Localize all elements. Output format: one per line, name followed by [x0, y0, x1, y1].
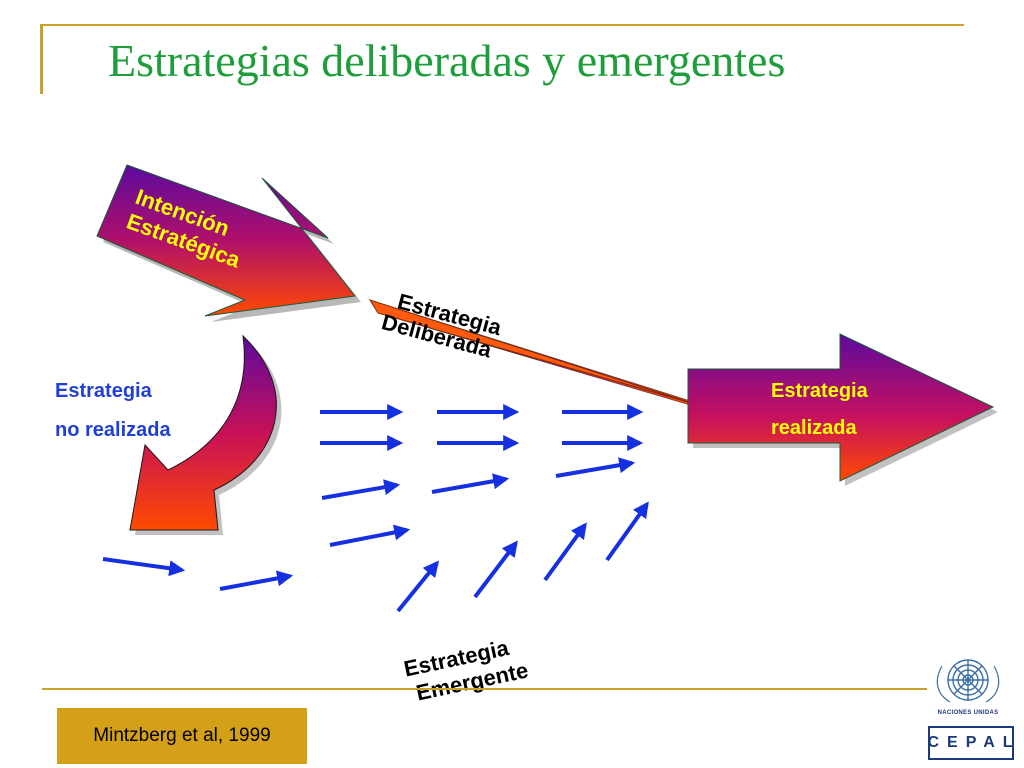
emergent-arrow [543, 522, 587, 582]
realized-strategy-arrow [687, 333, 998, 486]
realized-label-line2: realizada [771, 417, 857, 439]
cepal-logo: CEPAL [927, 726, 1014, 760]
cepal-logo-text: CEPAL [927, 734, 1021, 751]
emergent-arrow [329, 524, 411, 547]
intended-strategy-arrow [96, 164, 361, 322]
unrealized-strategy-arrow [129, 334, 282, 535]
logo-caption: NACIONES UNIDAS [937, 710, 999, 716]
bottom-rule [42, 688, 927, 690]
slide-title: Estrategias deliberadas y emergentes [108, 35, 786, 86]
top-rule [42, 24, 964, 26]
emergent-arrow [396, 560, 440, 613]
emergent-arrow [431, 473, 510, 494]
emergent-arrow [473, 540, 518, 599]
emergent-arrow-group [102, 404, 649, 613]
emergent-arrow [605, 501, 649, 562]
emergent-arrow [219, 570, 294, 591]
unrealized-label-line1: Estrategia [55, 380, 153, 402]
unrealized-label-line2: no realizada [55, 419, 171, 441]
emergent-arrow [555, 457, 636, 478]
emergent-arrow [321, 479, 401, 500]
un-emblem-icon [936, 659, 1000, 703]
citation-text: Mintzberg et al, 1999 [93, 725, 271, 746]
citation-box: Mintzberg et al, 1999 [57, 708, 307, 764]
realized-label-line1: Estrategia [771, 380, 869, 402]
left-rule [40, 24, 43, 94]
emergent-arrow [102, 557, 186, 577]
deliberate-strategy-arrow [368, 299, 701, 409]
